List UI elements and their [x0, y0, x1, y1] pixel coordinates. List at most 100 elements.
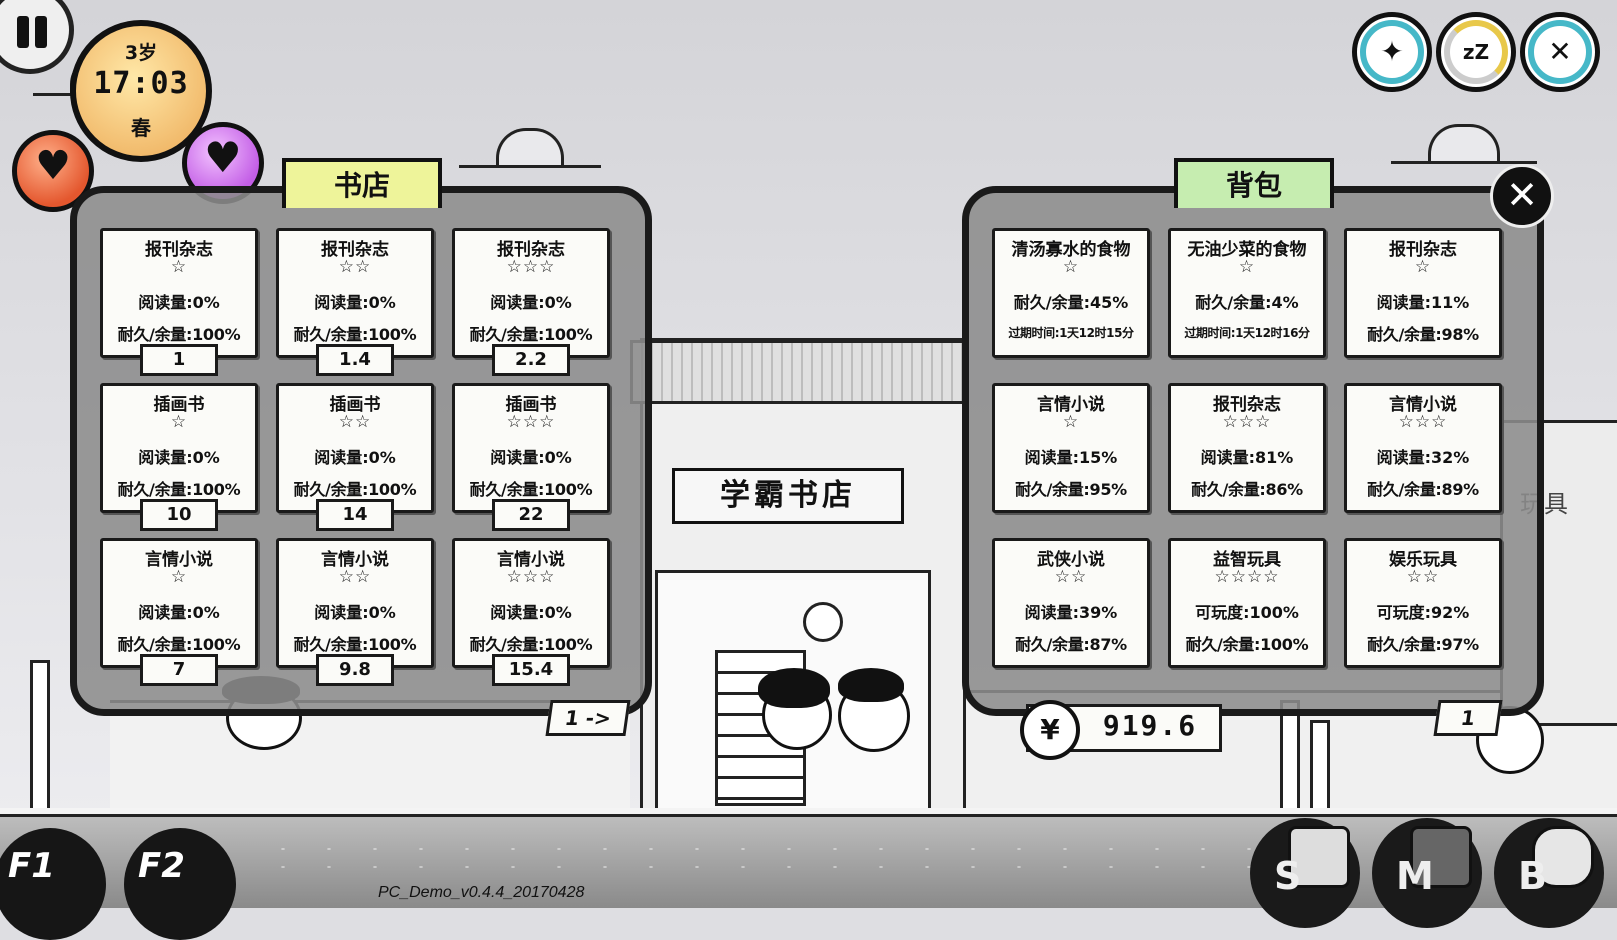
bag-item-card[interactable]: 武侠小说☆☆ 阅读量:39% 耐久/余量:87% [992, 538, 1150, 668]
price-tag: 15.4 [492, 654, 570, 686]
map-hotkey[interactable]: M [1372, 818, 1482, 928]
item-stat: 阅读量:39% [1024, 603, 1118, 622]
star-rating: ☆☆☆☆ [1214, 567, 1280, 587]
price-tag: 22 [492, 499, 570, 531]
shopkeeper-hair [838, 668, 904, 702]
item-stat: 阅读量:0% [314, 603, 396, 622]
shop-next-page-button[interactable]: 1 -> [545, 700, 631, 736]
shop-item-card[interactable]: 言情小说☆☆☆阅读量:0%耐久/余量:100% [452, 538, 610, 668]
bag-item-card[interactable]: 言情小说☆☆☆ 阅读量:32% 耐久/余量:89% [1344, 383, 1502, 513]
price-tag: 2.2 [492, 344, 570, 376]
star-rating: ☆☆ [338, 257, 372, 277]
shop-item-card[interactable]: 报刊杂志☆ 阅读量:0% 耐久/余量:100% [100, 228, 258, 358]
star-rating: ☆ [1062, 257, 1080, 277]
time-label: 17:03 [93, 66, 189, 101]
star-rating: ☆ [170, 412, 188, 432]
shop-title: 书店 [282, 158, 442, 208]
item-stat: 耐久/余量:4% [1195, 293, 1299, 312]
shop-item-card[interactable]: 报刊杂志☆☆阅读量:0%耐久/余量:100% [276, 228, 434, 358]
hotkey-b-label: B [1518, 854, 1547, 898]
bag-item-card[interactable]: 报刊杂志☆阅读量:11%耐久/余量:98% [1344, 228, 1502, 358]
bag-item-card[interactable]: 言情小说☆阅读量:15%耐久/余量:95% [992, 383, 1150, 513]
item-stat-secondary: 耐久/余量:100% [117, 325, 241, 344]
tools-icon: ✕ [1548, 35, 1572, 68]
backpack-hotkey[interactable]: B [1494, 818, 1604, 928]
item-stat: 阅读量:0% [314, 448, 396, 467]
bookstore-sign: 学霸书店 [672, 468, 904, 524]
skills-button[interactable]: ✦ [1352, 12, 1432, 92]
cloud [1391, 124, 1537, 164]
bag-item-card[interactable]: 娱乐玩具☆☆可玩度:92%耐久/余量:97% [1344, 538, 1502, 668]
item-name: 插画书 [153, 395, 205, 415]
star-rating: ☆ [1062, 412, 1080, 432]
item-name: 益智玩具 [1213, 550, 1281, 570]
version-label: PC_Demo_v0.4.4_20170428 [378, 884, 585, 901]
hotkey-s-label: S [1274, 854, 1302, 898]
bag-item-card[interactable]: 清汤寡水的食物☆耐久/余量:45%过期时间:1天12时15分 [992, 228, 1150, 358]
item-stat-secondary: 耐久/余量:100% [469, 635, 593, 654]
star-rating: ☆☆☆ [1222, 412, 1272, 432]
bag-page-indicator[interactable]: 1 [1433, 700, 1503, 736]
item-name: 言情小说 [1389, 395, 1457, 415]
item-stat-secondary: 过期时间:1天12时15分 [1008, 326, 1134, 340]
shop-item-card[interactable]: 插画书☆阅读量:0%耐久/余量:100% [100, 383, 258, 513]
item-stat-secondary: 耐久/余量:89% [1367, 480, 1479, 499]
age-label: 3岁 [124, 42, 158, 64]
star-rating: ☆☆☆ [1398, 412, 1448, 432]
item-stat: 阅读量:0% [138, 293, 220, 312]
item-stat: 阅读量:81% [1200, 448, 1294, 467]
item-name: 娱乐玩具 [1389, 550, 1457, 570]
item-name: 言情小说 [145, 550, 213, 570]
pause-icon [17, 16, 29, 48]
star-rating: ☆☆ [338, 412, 372, 432]
item-stat: 可玩度:100% [1195, 603, 1299, 622]
item-stat-secondary: 耐久/余量:87% [1015, 635, 1127, 654]
star-rating: ☆☆ [1406, 567, 1440, 587]
f1-label: F1 [8, 846, 55, 886]
item-stat: 阅读量:32% [1376, 448, 1470, 467]
pause-icon [35, 16, 47, 48]
skills-progress-ring [1360, 20, 1424, 84]
bag-item-card[interactable]: 益智玩具☆☆☆☆ 可玩度:100% 耐久/余量:100% [1168, 538, 1326, 668]
item-stat: 可玩度:92% [1376, 603, 1470, 622]
shop-item-card[interactable]: 插画书☆☆阅读量:0%耐久/余量:100% [276, 383, 434, 513]
tree [1280, 700, 1300, 813]
item-name: 武侠小说 [1037, 550, 1105, 570]
tools-button[interactable]: ✕ [1520, 12, 1600, 92]
item-name: 清汤寡水的食物 [1011, 240, 1131, 260]
star-rating: ☆☆☆ [506, 412, 556, 432]
item-stat: 阅读量:0% [490, 448, 572, 467]
sleep-icon: zZ [1462, 40, 1490, 64]
shop-item-card[interactable]: 言情小说☆☆阅读量:0%耐久/余量:100% [276, 538, 434, 668]
bag-item-card[interactable]: 无油少菜的食物☆耐久/余量:4%过期时间:1天12时16分 [1168, 228, 1326, 358]
item-name: 报刊杂志 [321, 240, 389, 260]
item-stat: 阅读量:0% [490, 603, 572, 622]
item-stat-secondary: 耐久/余量:100% [117, 635, 241, 654]
item-stat-secondary: 耐久/余量:100% [1185, 635, 1309, 654]
price-tag: 7 [140, 654, 218, 686]
tree [30, 660, 50, 813]
skill-book-hotkey[interactable]: S [1250, 818, 1360, 928]
bag-item-card[interactable]: 报刊杂志☆☆☆阅读量:81%耐久/余量:86% [1168, 383, 1326, 513]
sleep-button[interactable]: zZ [1436, 12, 1516, 92]
f2-label: F2 [138, 846, 185, 886]
star-rating: ☆ [170, 257, 188, 277]
star-rating: ☆ [1238, 257, 1256, 277]
left-storefront [110, 700, 630, 811]
item-stat-secondary: 耐久/余量:100% [293, 480, 417, 499]
f2-button[interactable]: F2 [124, 828, 236, 940]
item-stat-secondary: 耐久/余量:98% [1367, 325, 1479, 344]
season-label: 春 [131, 116, 151, 140]
shop-item-card[interactable]: 报刊杂志☆☆☆阅读量:0%耐久/余量:100% [452, 228, 610, 358]
tools-progress-ring [1528, 20, 1592, 84]
star-rating: ☆☆ [338, 567, 372, 587]
price-tag: 1 [140, 344, 218, 376]
shop-item-card[interactable]: 言情小说☆阅读量:0%耐久/余量:100% [100, 538, 258, 668]
f1-button[interactable]: F1 [0, 828, 106, 940]
item-name: 报刊杂志 [145, 240, 213, 260]
star-rating: ☆☆ [1054, 567, 1088, 587]
close-button[interactable]: ✕ [1490, 164, 1554, 228]
heart-icon: ♥ [204, 133, 242, 182]
shop-item-card[interactable]: 插画书☆☆☆阅读量:0%耐久/余量:100% [452, 383, 610, 513]
backpack-icon [1532, 826, 1594, 888]
